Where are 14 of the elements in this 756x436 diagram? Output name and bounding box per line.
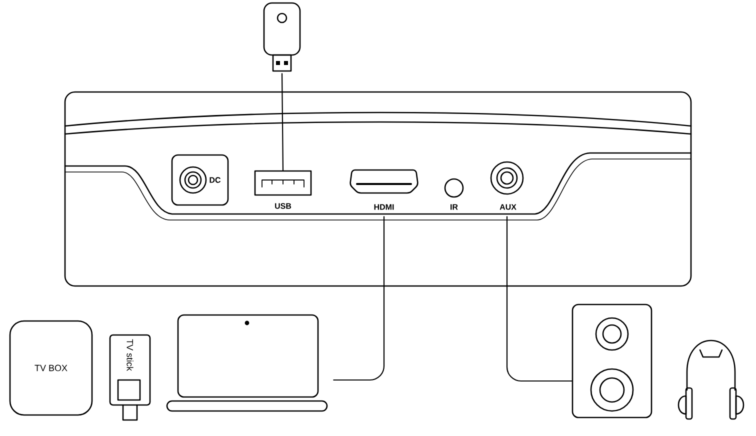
headphones-drawing: [678, 340, 744, 420]
laptop-drawing: [166, 314, 328, 412]
port-label: HDMI: [374, 204, 394, 210]
usb-drive-drawing: [263, 2, 301, 72]
connector-line: [333, 216, 385, 381]
port-label: DC: [210, 177, 221, 183]
port-label: AUX: [500, 204, 516, 210]
connector-line: [506, 216, 572, 382]
port-label: USB: [275, 203, 292, 209]
tv-stick: TV stick: [109, 334, 151, 421]
speaker-drawing: [572, 304, 652, 418]
connector-line: [281, 73, 284, 171]
port-label: IR: [450, 204, 458, 210]
tv-box: TV BOX: [9, 320, 93, 416]
